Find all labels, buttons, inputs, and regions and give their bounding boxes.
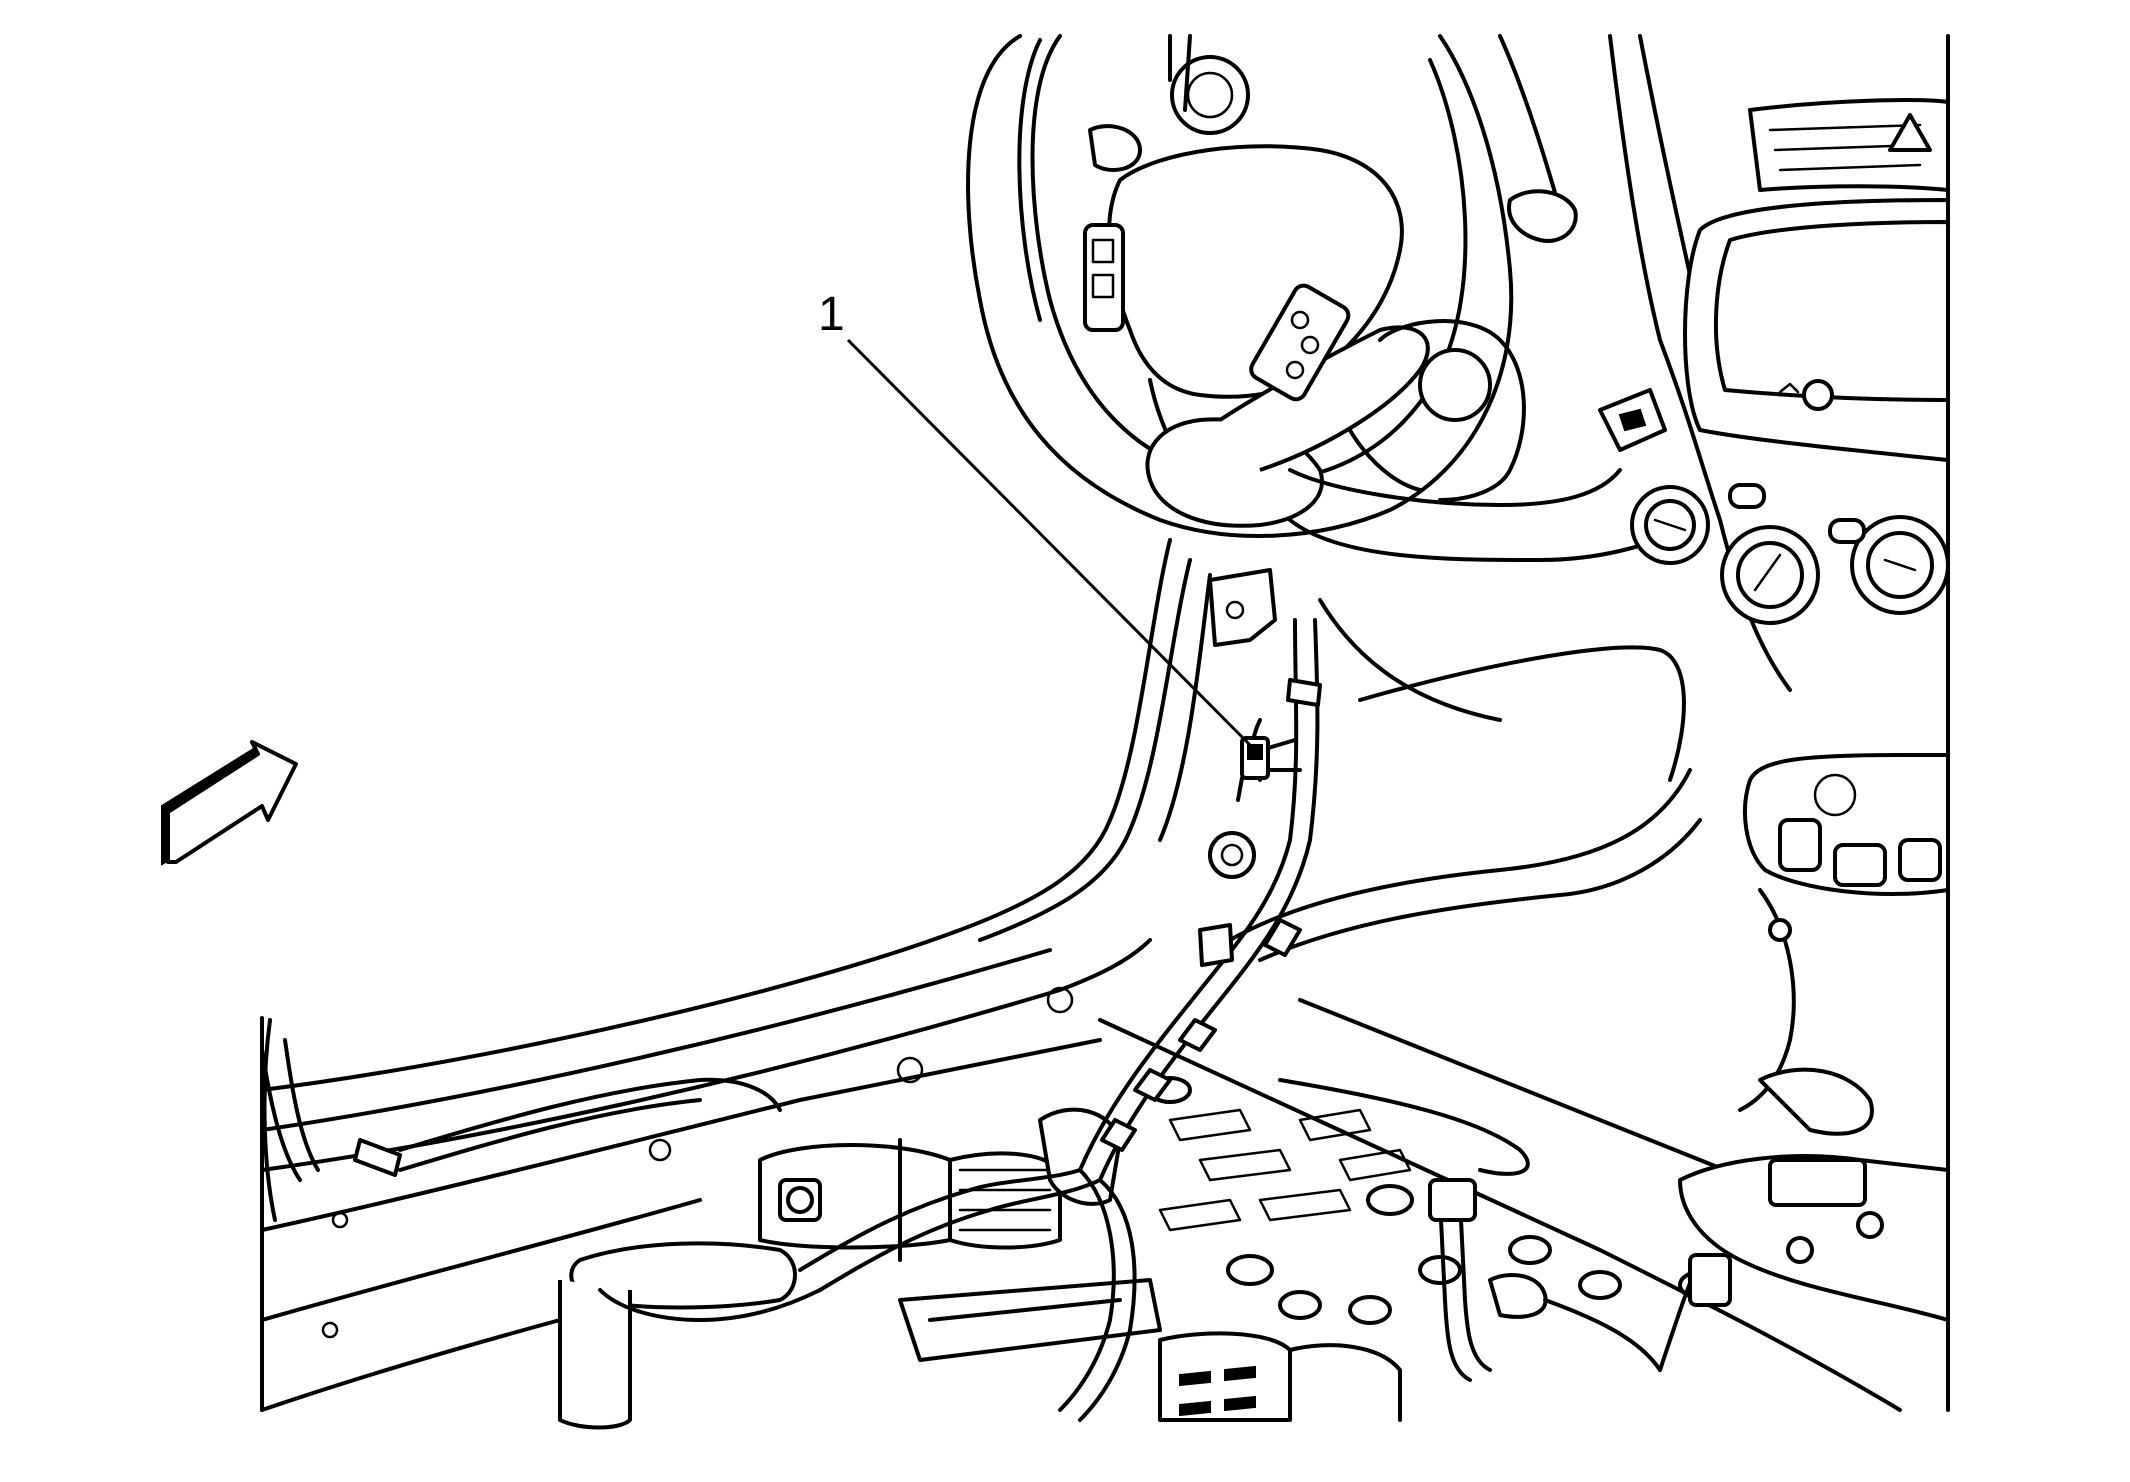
- wiring-harness: [260, 618, 1732, 1422]
- steering-wheel: [966, 34, 1514, 539]
- pillar-bracket: [1198, 568, 1277, 967]
- lower-switch-panel: [1743, 753, 1950, 896]
- floor-harness-connector: [1236, 736, 1302, 802]
- callout-1: 1: [818, 288, 1252, 747]
- floor-panel: [260, 598, 1950, 1412]
- illustration-border: [260, 34, 1950, 1412]
- instrument-cluster: [1168, 34, 1578, 243]
- seat-mounting-frame: [558, 1107, 1402, 1430]
- callout-leader-line: [846, 338, 1252, 747]
- climate-control-knobs: [1630, 483, 1950, 625]
- floor-tunnel-bracket: [1678, 888, 1950, 1322]
- steering-column-cover: [1288, 319, 1682, 562]
- callout-label: 1: [818, 288, 845, 341]
- vehicle-front-direction-icon: [161, 740, 298, 866]
